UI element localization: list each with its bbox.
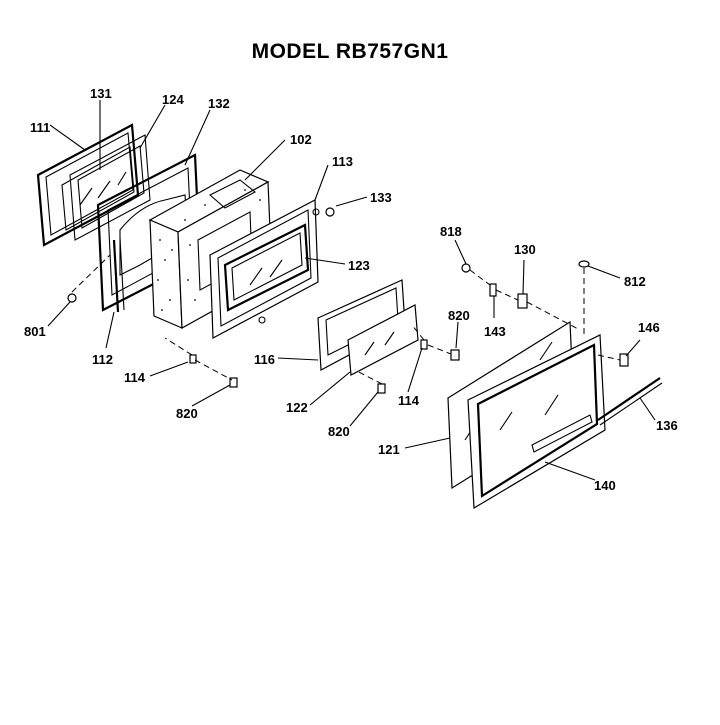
label-116: 116 — [254, 352, 275, 367]
part-123-window-pack — [223, 223, 310, 312]
part-820-screw-left — [229, 377, 238, 388]
label-812: 812 — [624, 274, 646, 289]
part-labels: 111 131 124 132 102 113 133 123 801 112 … — [24, 86, 678, 493]
label-820-bottom: 820 — [328, 424, 350, 439]
part-133-bumper — [325, 207, 335, 217]
part-818-screw — [461, 263, 471, 273]
label-818: 818 — [440, 224, 462, 239]
label-102: 102 — [290, 132, 312, 147]
label-131: 131 — [90, 86, 112, 101]
label-121: 121 — [378, 442, 400, 457]
assembly-lines — [71, 254, 621, 385]
part-140-outer-frame — [467, 334, 606, 510]
label-140: 140 — [594, 478, 616, 493]
leader-lines — [47, 100, 656, 481]
label-132: 132 — [208, 96, 230, 111]
part-114-clip-left — [189, 354, 197, 364]
label-113: 113 — [332, 154, 353, 169]
label-114-right: 114 — [398, 393, 420, 408]
part-114-clip-right — [420, 339, 428, 350]
part-820-screw-bottom — [377, 383, 386, 394]
label-820-left: 820 — [176, 406, 198, 421]
part-113-inner-panel — [209, 199, 320, 339]
part-812-screw — [578, 260, 590, 268]
label-123: 123 — [348, 258, 370, 273]
label-130: 130 — [514, 242, 536, 257]
part-124-frame — [69, 134, 151, 241]
label-146: 146 — [638, 320, 660, 335]
part-111-outer-panel — [36, 123, 140, 247]
label-112: 112 — [92, 352, 113, 367]
label-820-mid: 820 — [448, 308, 470, 323]
part-820-screw-mid — [450, 349, 460, 361]
label-801: 801 — [24, 324, 46, 339]
part-136-handle — [597, 377, 663, 426]
part-130-hinge — [517, 293, 528, 309]
part-131-glass — [61, 146, 135, 231]
label-143: 143 — [484, 324, 506, 339]
label-122: 122 — [286, 400, 308, 415]
label-133: 133 — [370, 190, 392, 205]
part-143-spring — [489, 283, 497, 297]
part-122-glass — [347, 304, 419, 376]
part-112-side-trim — [112, 237, 125, 313]
label-111: 111 — [30, 120, 50, 135]
label-124: 124 — [162, 92, 184, 107]
label-114-left: 114 — [124, 370, 146, 385]
diagram-title: MODEL RB757GN1 — [251, 40, 449, 63]
label-136: 136 — [656, 418, 678, 433]
part-801-screw — [67, 293, 77, 303]
